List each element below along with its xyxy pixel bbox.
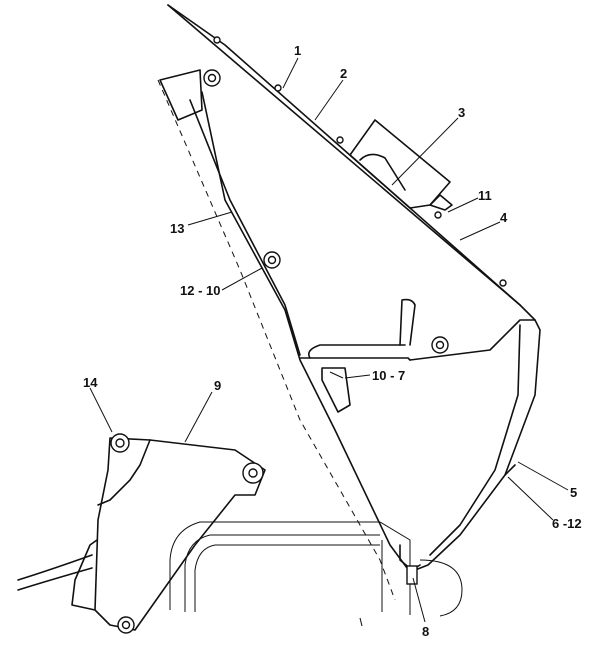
callout-13: 13 bbox=[170, 221, 184, 236]
callout-2: 2 bbox=[340, 66, 347, 81]
callout-10-7: 10 - 7 bbox=[372, 368, 405, 383]
lower-frame bbox=[157, 79, 463, 627]
bolts bbox=[203, 36, 507, 585]
callout-3: 3 bbox=[458, 105, 465, 120]
hinge-bracket bbox=[17, 433, 266, 634]
callout-5: 5 bbox=[570, 485, 577, 500]
callout-4: 4 bbox=[500, 210, 508, 225]
callout-9: 9 bbox=[214, 378, 221, 393]
callout-labels: 1 2 3 11 4 13 12 - 10 10 - 7 14 9 5 6 -1… bbox=[83, 43, 582, 639]
callout-8: 8 bbox=[422, 624, 429, 639]
callout-11: 11 bbox=[478, 188, 492, 203]
callout-6-12: 6 -12 bbox=[552, 516, 582, 531]
callout-14: 14 bbox=[83, 375, 98, 390]
side-panel bbox=[159, 4, 541, 573]
leader-lines bbox=[89, 57, 569, 623]
callout-1: 1 bbox=[294, 43, 301, 58]
callout-12-10: 12 - 10 bbox=[180, 283, 220, 298]
